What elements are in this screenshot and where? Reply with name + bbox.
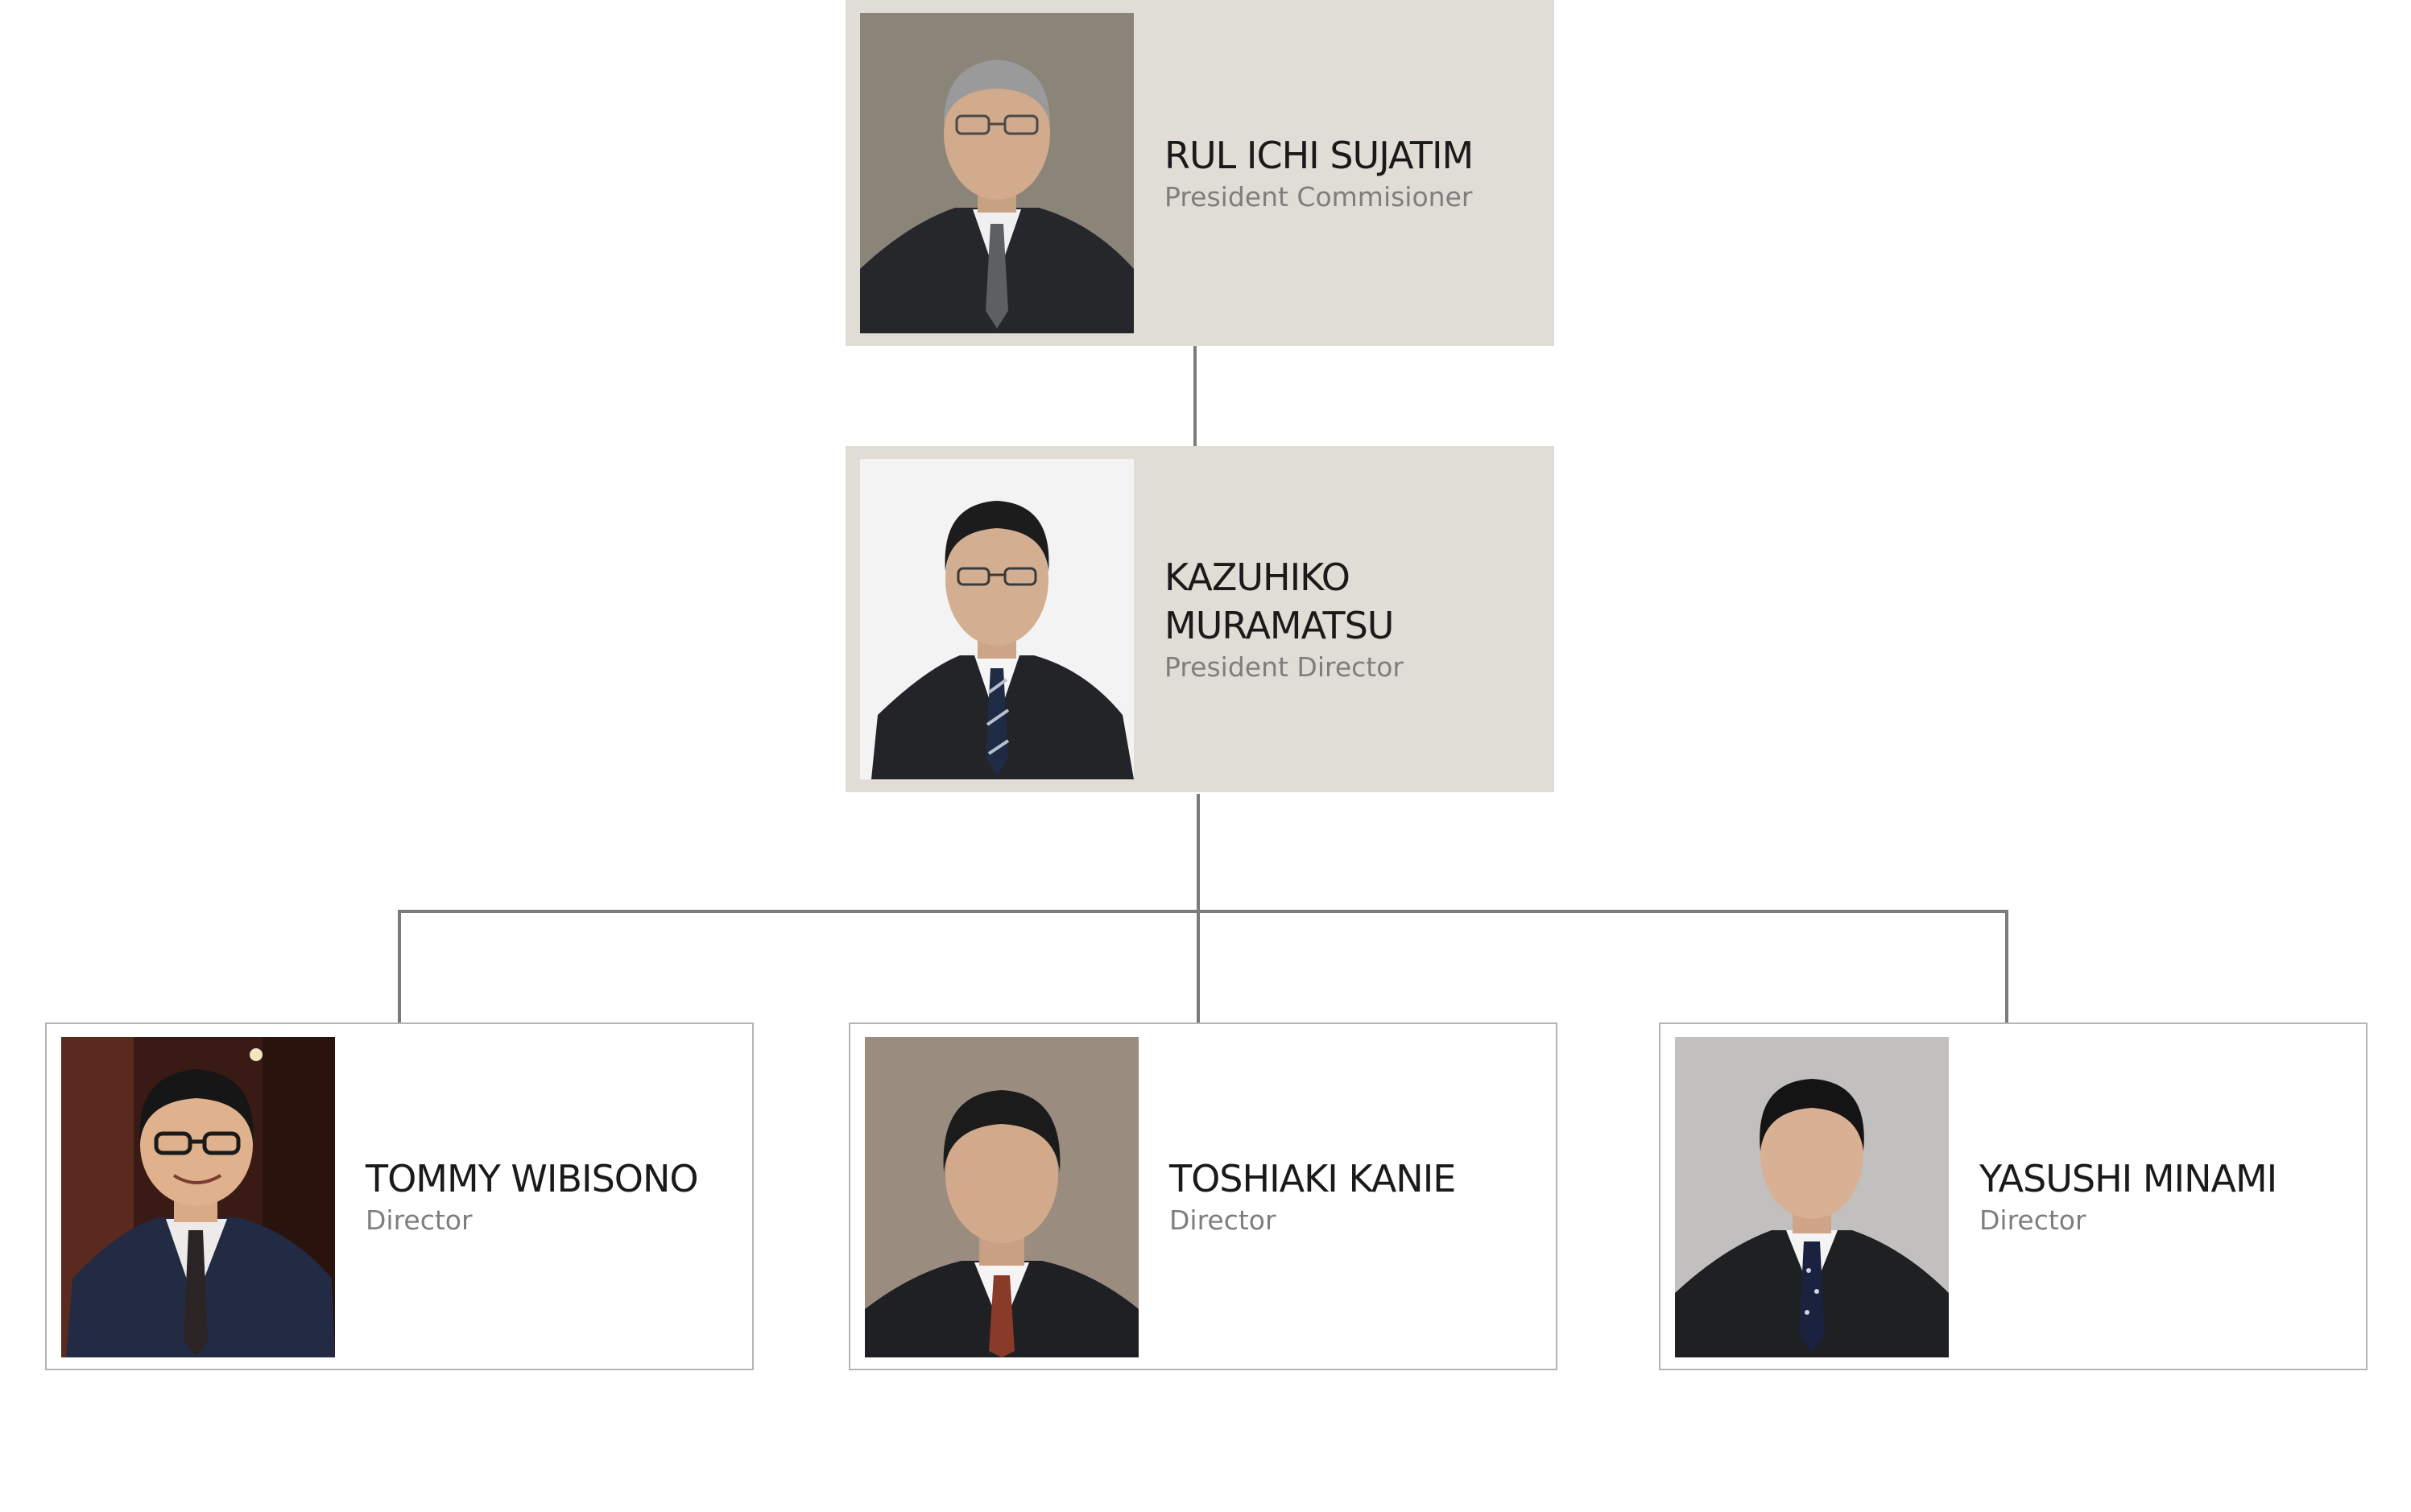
org-card-director-toshiaki: TOSHIAKI KANIE Director (849, 1022, 1557, 1391)
person-role: Director (1169, 1204, 1276, 1236)
person-role: President Commisioner (1164, 181, 1473, 213)
person-photo (61, 1037, 335, 1357)
connector-commissioner-to-president (1193, 346, 1197, 446)
person-info: RUL ICHI SUJATIM President Commisioner (1164, 131, 1538, 215)
person-name: KAZUHIKO MURAMATSU (1164, 556, 1394, 647)
org-card-president-director: KAZUHIKO MURAMATSU President Director (846, 446, 1554, 815)
person-role: Director (366, 1204, 473, 1236)
person-info: TOSHIAKI KANIE Director (1169, 1155, 1540, 1238)
person-info: KAZUHIKO MURAMATSU President Director (1164, 553, 1538, 685)
person-info: YASUSHI MINAMI Director (1979, 1155, 2350, 1238)
person-name: RUL ICHI SUJATIM (1164, 134, 1474, 177)
person-role: President Director (1164, 651, 1404, 683)
connector-to-tommy (398, 910, 401, 1024)
person-role: Director (1979, 1204, 2086, 1236)
card-shadow (870, 337, 1530, 369)
card-shadow (1685, 1359, 2342, 1391)
org-card-director-yasushi: YASUSHI MINAMI Director (1659, 1022, 2368, 1391)
person-name: TOSHIAKI KANIE (1169, 1157, 1456, 1200)
person-name: TOMMY WIBISONO (366, 1157, 699, 1200)
card-shadow (870, 783, 1530, 815)
connector-to-toshiaki (1197, 910, 1200, 1022)
card-shadow (71, 1359, 728, 1391)
card-shadow (875, 1359, 1532, 1391)
person-photo (860, 459, 1134, 779)
org-card-director-tommy: TOMMY WIBISONO Director (45, 1022, 754, 1391)
connector-president-down (1197, 794, 1200, 911)
person-name: YASUSHI MINAMI (1979, 1157, 2277, 1200)
connector-horizontal-bar (398, 910, 2008, 913)
person-photo (1675, 1037, 1949, 1357)
person-photo (865, 1037, 1139, 1357)
org-card-president-commissioner: RUL ICHI SUJATIM President Commisioner (846, 0, 1554, 369)
person-info: TOMMY WIBISONO Director (366, 1155, 736, 1238)
connector-to-yasushi (2005, 910, 2008, 1022)
person-photo (860, 13, 1134, 333)
